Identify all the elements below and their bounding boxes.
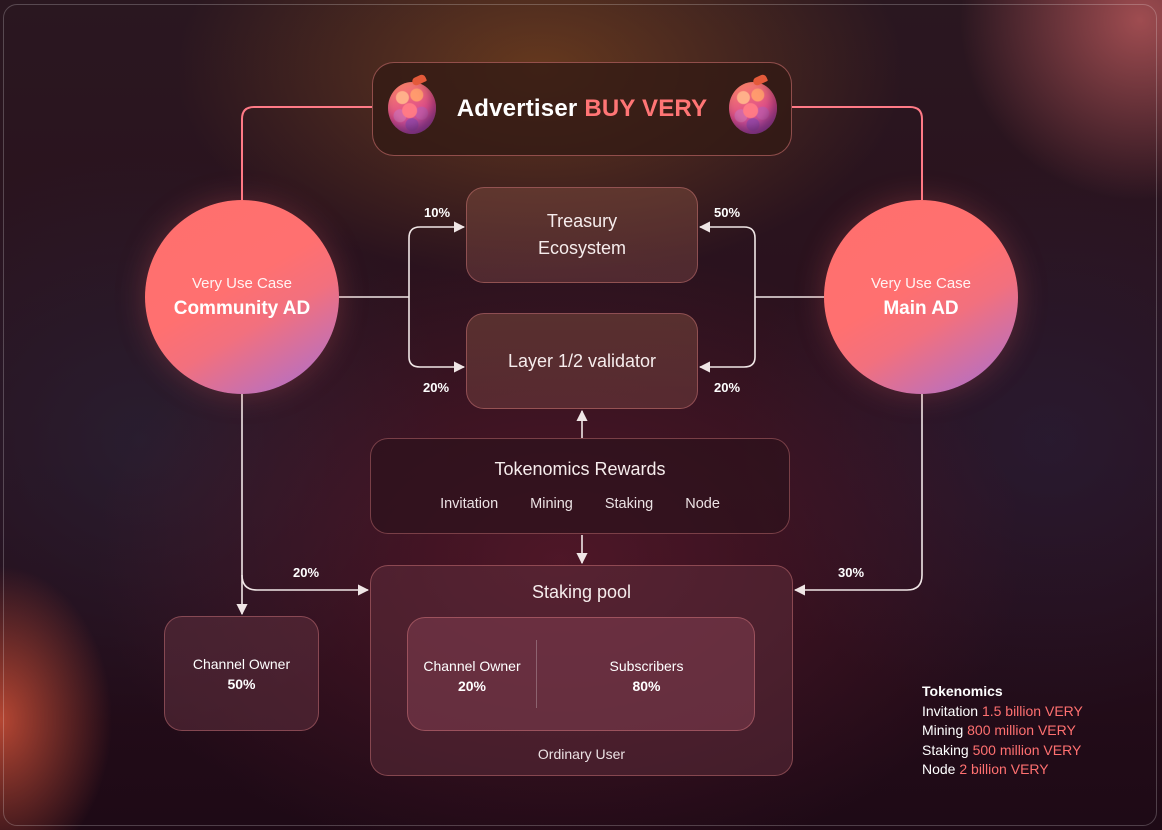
community-ad-name: Community AD bbox=[173, 297, 311, 319]
channel-owner-box: Channel Owner 50% bbox=[164, 616, 319, 731]
pct-right-treasury: 50% bbox=[714, 205, 741, 220]
reward-item-staking: Staking bbox=[604, 496, 654, 512]
pool-channel-owner-pct: 20% bbox=[457, 678, 487, 694]
tokenomics-row: Node 2 billion VERY bbox=[922, 760, 1083, 780]
main-ad-circle: Very Use Case Main AD bbox=[824, 200, 1018, 394]
arrow-left-to-treasury bbox=[408, 221, 466, 297]
tokenomics-title: Tokenomics bbox=[922, 683, 1003, 699]
pool-subscribers: Subscribers 80% bbox=[537, 656, 756, 696]
channel-owner-label: Channel Owner bbox=[192, 655, 291, 672]
pct-right-validator: 20% bbox=[714, 380, 741, 395]
pool-divider bbox=[536, 640, 537, 708]
pool-channel-owner-label: Channel Owner bbox=[423, 658, 521, 674]
header-title-accent: BUY VERY bbox=[584, 95, 708, 122]
treasury-ecosystem-box: Treasury Ecosystem bbox=[466, 187, 698, 283]
tokenomics-row-name: Node bbox=[922, 761, 956, 777]
tokenomics-row-value: 1.5 billion VERY bbox=[981, 702, 1083, 719]
community-ad-caption: Very Use Case bbox=[191, 274, 293, 292]
reward-item-invitation: Invitation bbox=[440, 496, 499, 512]
arrow-left-to-staking bbox=[241, 574, 370, 596]
tokenomics-rewards-box: Tokenomics Rewards Invitation Mining Sta… bbox=[370, 438, 790, 534]
arrow-right-to-staking bbox=[793, 394, 923, 596]
reward-item-mining: Mining bbox=[530, 496, 573, 512]
pool-channel-owner: Channel Owner 20% bbox=[408, 656, 536, 696]
rewards-items: Invitation Mining Staking Node bbox=[440, 496, 720, 512]
ordinary-user-label: Ordinary User bbox=[537, 746, 626, 762]
arrow-right-to-treasury bbox=[698, 221, 756, 297]
community-ad-circle: Very Use Case Community AD bbox=[145, 200, 339, 394]
line-header-to-left-circle bbox=[241, 106, 372, 200]
arrow-left-to-validator bbox=[408, 297, 466, 373]
tokenomics-row-name: Invitation bbox=[922, 702, 979, 719]
header-title-prefix: Advertiser bbox=[456, 95, 578, 122]
main-ad-name: Main AD bbox=[883, 297, 959, 319]
line-header-to-right-circle bbox=[792, 106, 923, 200]
validator-box: Layer 1/2 validator bbox=[466, 313, 698, 409]
tokenomics-row-value: 500 million VERY bbox=[972, 741, 1082, 758]
channel-owner-pct: 50% bbox=[227, 675, 256, 692]
reward-item-node: Node bbox=[685, 496, 720, 512]
header-title: Advertiser BUY VERY bbox=[457, 95, 708, 123]
treasury-line2: Ecosystem bbox=[537, 238, 627, 258]
advertiser-header: Advertiser BUY VERY bbox=[372, 62, 792, 156]
pool-subscribers-pct: 80% bbox=[632, 678, 661, 694]
main-ad-caption: Very Use Case bbox=[870, 274, 972, 292]
staking-pool-split: Channel Owner 20% Subscribers 80% bbox=[407, 617, 755, 731]
tokenomics-legend: Tokenomics Invitation 1.5 billion VERY M… bbox=[922, 682, 1083, 780]
arrow-right-to-validator bbox=[698, 297, 756, 373]
pct-left-treasury: 10% bbox=[424, 205, 451, 220]
pct-right-staking: 30% bbox=[838, 565, 865, 580]
card-frame bbox=[3, 4, 1157, 826]
staking-pool-title: Staking pool bbox=[531, 582, 632, 602]
validator-label: Layer 1/2 validator bbox=[507, 350, 657, 371]
tokenomics-row: Staking 500 million VERY bbox=[922, 741, 1083, 761]
tokenomics-row-value: 800 million VERY bbox=[967, 722, 1076, 738]
tokenomics-row-name: Staking bbox=[922, 741, 969, 758]
staking-pool-box: Staking pool Channel Owner 20% Subscribe… bbox=[370, 565, 793, 776]
treasury-line1: Treasury bbox=[546, 211, 618, 231]
tokenomics-row: Invitation 1.5 billion VERY bbox=[922, 702, 1083, 722]
tokenomics-row-value: 2 billion VERY bbox=[959, 761, 1049, 777]
pool-subscribers-label: Subscribers bbox=[609, 658, 684, 674]
tokenomics-row-name: Mining bbox=[922, 722, 964, 738]
pct-left-staking: 20% bbox=[293, 565, 320, 580]
tokenomics-row: Mining 800 million VERY bbox=[922, 721, 1083, 741]
berry-logo-icon bbox=[729, 82, 777, 134]
berry-logo-icon bbox=[388, 82, 436, 134]
rewards-title: Tokenomics Rewards bbox=[494, 459, 666, 479]
pct-left-validator: 20% bbox=[423, 380, 450, 395]
